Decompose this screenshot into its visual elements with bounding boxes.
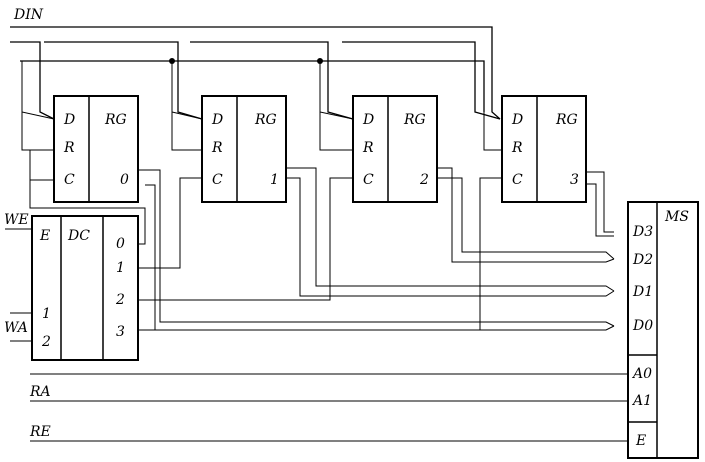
din-bus-upper-2: [190, 41, 354, 120]
reset-feed: [21, 112, 54, 151]
junction-dot-1: [169, 58, 175, 64]
pin-c: C: [64, 172, 75, 188]
decoder-addr-pin-2: 2: [41, 334, 51, 350]
reset-line-3: [483, 112, 502, 151]
din-drop-2: [319, 61, 354, 120]
register-index: 0: [120, 172, 129, 188]
pin-d: D: [362, 112, 374, 128]
mux-pin-d0: D0: [632, 318, 653, 334]
rg0-bus-a: [145, 184, 615, 331]
register-index: 3: [570, 172, 579, 188]
register-name: RG: [104, 112, 127, 128]
register-rg3: D R C RG 3: [501, 95, 587, 203]
din-drop-0: [21, 61, 55, 120]
clock-line-1: [138, 177, 202, 269]
clock-line-3: [138, 177, 502, 331]
mux-pin-d2: D2: [632, 252, 653, 268]
clock-line-2: [138, 177, 353, 301]
register-index: 2: [419, 172, 429, 188]
decoder-enable-pin: E: [39, 228, 50, 244]
mux-pin-a0: A0: [631, 366, 652, 382]
we-label: WE: [4, 212, 29, 228]
register-rg2: D R C RG 2: [352, 95, 438, 203]
register-name: RG: [555, 112, 578, 128]
din-line: [10, 26, 501, 120]
decoder-output-1: 1: [116, 260, 125, 276]
din-bus-upper-3: [342, 41, 501, 120]
mux-pin-d1: D1: [632, 284, 653, 300]
reset-line-2: [319, 112, 353, 151]
pin-r: R: [211, 140, 223, 156]
mux-pin-d3: D3: [632, 224, 653, 240]
pin-c: C: [212, 172, 223, 188]
wa-label: WA: [4, 320, 28, 336]
pin-c: C: [363, 172, 374, 188]
pin-r: R: [362, 140, 374, 156]
decoder-name: DC: [67, 228, 90, 244]
decoder-dc: E DC 1 2 0 1 2 3: [31, 215, 139, 361]
decoder-output-0: 0: [116, 236, 125, 252]
re-label: RE: [29, 424, 51, 440]
pin-r: R: [511, 140, 523, 156]
reset-line-0: [29, 150, 54, 181]
din-label: DIN: [13, 7, 44, 23]
register-name: RG: [254, 112, 277, 128]
pin-r: R: [63, 140, 75, 156]
pin-d: D: [63, 112, 75, 128]
din-return-line: [10, 41, 55, 120]
clock-line-0: [29, 180, 146, 245]
din-bus-upper: [44, 41, 203, 120]
register-name: RG: [403, 112, 426, 128]
pin-d: D: [211, 112, 223, 128]
ra-label: RA: [29, 384, 51, 400]
reset-line-1: [171, 112, 202, 151]
decoder-addr-pin-1: 1: [42, 306, 51, 322]
register-rg0: D R C RG 0: [53, 95, 139, 203]
decoder-output-3: 3: [116, 324, 125, 340]
mux-pin-a1: A1: [631, 393, 652, 409]
mux-pin-e: E: [635, 433, 646, 449]
register-index: 1: [270, 172, 279, 188]
mux-name: MS: [664, 209, 689, 225]
junction-dot-2: [317, 58, 323, 64]
rg1-output: [238, 167, 615, 292]
din-drop-1: [171, 61, 203, 120]
rg0-output: [138, 169, 615, 327]
decoder-output-2: 2: [115, 292, 125, 308]
pin-c: C: [512, 172, 523, 188]
multiplexer-ms: MS D3 D2 D1 D0 A0 A1 E: [627, 201, 699, 459]
pin-d: D: [511, 112, 523, 128]
register-rg1: D R C RG 1: [201, 95, 287, 203]
